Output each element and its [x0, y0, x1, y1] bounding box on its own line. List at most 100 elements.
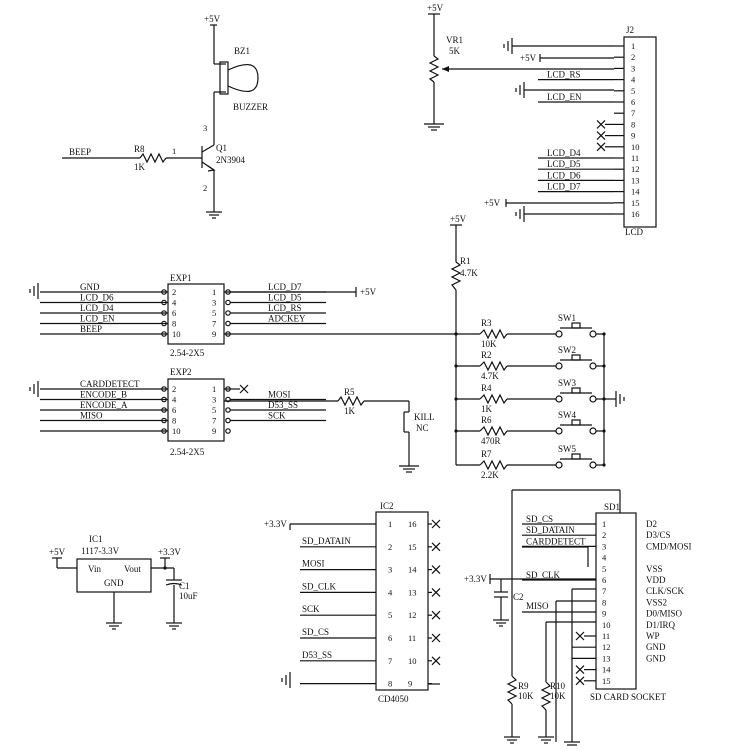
exp1-pin-number: 10 — [172, 329, 181, 339]
bz1-ref: BZ1 — [234, 46, 250, 56]
sd1-pin-number: 8 — [602, 597, 606, 607]
ground-icon — [615, 391, 625, 407]
exp2-pin-dot — [225, 417, 231, 424]
header-exp1: EXP1 2.54-2X5 2GND4LCD_D66LCD_D48LCD_EN1… — [29, 273, 456, 358]
regulator-ic1: IC1 1117-3.3V Vin Vout GND +5V +3.3V C1 … — [49, 534, 198, 630]
j2-net-label: LCD_D6 — [547, 170, 581, 180]
exp1-net-label: BEEP — [80, 324, 102, 334]
no-connect-icon — [431, 587, 441, 597]
exp1-net-label: LCD_D7 — [268, 282, 302, 292]
j2-ref: J2 — [626, 25, 634, 35]
ic2-pin-number: 8 — [388, 679, 392, 689]
ic2-pin-number: 4 — [388, 587, 393, 597]
no-connect-icon — [239, 384, 249, 394]
sd1-net-label: SD_DATAIN — [526, 525, 575, 535]
kill-nc-label: NC — [416, 423, 429, 433]
buzzer-symbol — [214, 61, 259, 95]
sd1-pin-name: VSS — [646, 564, 663, 574]
j2-pin-number: 15 — [631, 198, 640, 208]
ground-icon — [281, 672, 291, 688]
resistor-r1 — [450, 261, 462, 291]
j2-net-label: LCD_D5 — [547, 159, 581, 169]
exp2-net-label: MISO — [80, 411, 103, 421]
ic1-vin-label: Vin — [88, 564, 101, 574]
svg-text:2: 2 — [203, 183, 207, 193]
switch-ref: SW2 — [558, 345, 576, 355]
no-connect-icon — [431, 656, 441, 666]
exp2-pin-dot — [225, 407, 231, 413]
header-exp2: EXP2 2.54-2X5 2CARDDETECT4ENCODE_B6ENCOD… — [29, 367, 435, 473]
ground-icon — [564, 741, 580, 746]
sd1-pin-number: 6 — [602, 575, 606, 585]
resistor-r10 — [540, 681, 552, 711]
j2-pin-number: 4 — [631, 75, 636, 85]
kill-label: KILL — [414, 412, 435, 422]
resistor-r2 — [479, 360, 508, 372]
contrast-pot-section: +5V VR1 5K — [424, 3, 614, 131]
ic2-pin-number: 7 — [388, 656, 392, 666]
sd1-pin-number: 7 — [602, 586, 606, 596]
ladder-resistor-value: 470R — [481, 436, 501, 446]
vr1-vcc-label: +5V — [427, 3, 444, 13]
ground-icon — [538, 736, 554, 744]
switch-contact — [555, 362, 563, 370]
exp2-pin-number: 7 — [212, 416, 216, 426]
exp1-pin-dot — [225, 310, 231, 316]
j2-pin-number: 3 — [631, 63, 635, 73]
exp1-net-label: LCD_D4 — [80, 303, 114, 313]
resistor-r9 — [506, 675, 518, 705]
no-connect-icon — [431, 542, 441, 552]
switch-contact — [589, 330, 597, 338]
switch-ref: SW1 — [558, 313, 576, 323]
sd1-pin-name: CLK/SCK — [646, 586, 685, 596]
sd1-pin-number: 15 — [602, 676, 611, 686]
sd1-pin-number: 10 — [602, 620, 611, 630]
exp1-net-label: LCD_RS — [268, 303, 302, 313]
ic2-pin-number: 16 — [408, 519, 417, 529]
exp2-pin-dot — [161, 396, 167, 403]
exp2-pin-number: 2 — [172, 384, 176, 394]
ic2-pin-number: 3 — [388, 565, 392, 575]
ladder-resistor-value: 4.7K — [481, 371, 499, 381]
svg-text:1: 1 — [172, 146, 176, 156]
ic2-pin-number: 10 — [408, 656, 417, 666]
j2-pin-number: 6 — [631, 97, 635, 107]
exp2-net-label: MOSI — [268, 390, 291, 400]
exp1-pin-dot — [161, 289, 167, 295]
ic1-gnd-label: GND — [104, 578, 124, 588]
sd1-pin-number: 2 — [602, 530, 606, 540]
ic2-net-label: MOSI — [302, 559, 325, 569]
ground-icon — [515, 82, 525, 98]
sd1-pin-number: 4 — [602, 553, 607, 563]
exp2-ref: EXP2 — [170, 367, 192, 377]
exp2-pin-number: 8 — [172, 416, 176, 426]
ladder-resistor-value: 10K — [481, 339, 497, 349]
ic2-pin-number: 2 — [388, 542, 392, 552]
r10-ref: R10 — [550, 681, 566, 691]
j2-pin-number: 8 — [631, 119, 635, 129]
exp1-pin-number: 9 — [212, 329, 216, 339]
ground-icon — [503, 38, 614, 54]
j2-pin-number: 16 — [631, 209, 640, 219]
switch-contact — [589, 461, 597, 469]
ladder-resistor-ref: R3 — [481, 318, 492, 328]
no-connect-icon — [575, 676, 585, 686]
exp1-net-label: LCD_D6 — [80, 293, 114, 303]
j2-pin-number: 5 — [631, 86, 635, 96]
exp1-net-label: LCD_D5 — [268, 293, 302, 303]
no-connect-icon — [596, 131, 606, 141]
c2-ref: C2 — [513, 592, 524, 602]
sd1-pin-name: D0/MISO — [646, 609, 683, 619]
exp1-pin-dot — [161, 320, 167, 327]
sd1-pin-number: 11 — [602, 631, 610, 641]
transistor-q1 — [201, 144, 216, 172]
sd1-vcc-label: +3.3V — [464, 574, 487, 584]
buzzer-section: +5V BZ1 BUZZER 3 Q1 2N3904 2 BEEP R8 1K … — [62, 14, 268, 219]
exp2-net-label: ENCODE_A — [80, 400, 128, 410]
potentiometer-vr1 — [428, 55, 440, 83]
ic2-net-label: SD_DATAIN — [302, 536, 351, 546]
level-shifter-ic2: IC2 CD4050 1+3.3V2SD_DATAIN3MOSI4SD_CLK5… — [264, 501, 441, 704]
j2-pin-number: 7 — [631, 108, 635, 118]
